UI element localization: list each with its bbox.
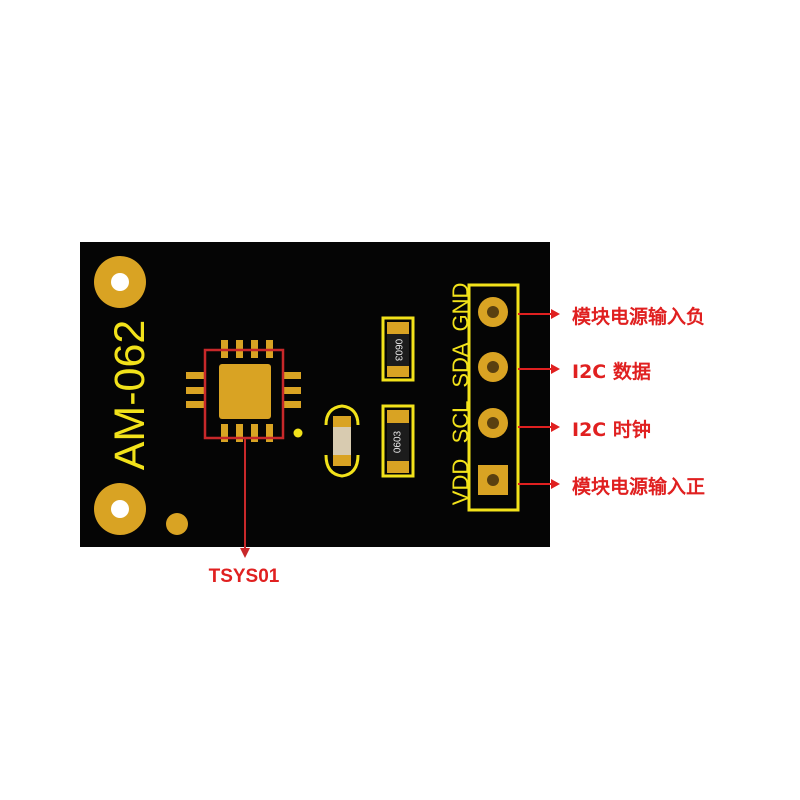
pin-sda [478,352,508,382]
callout-vdd: 模块电源输入正 [572,476,706,498]
chip-label: TSYS01 [209,566,280,587]
callout-gnd: 模块电源输入负 [572,306,706,328]
callout-sda: I2C 数据 [572,361,651,383]
pcb-board [80,242,550,547]
resistor-top-code: 0603 [392,339,403,362]
callout-arrow-sda [518,364,560,374]
pin-scl [478,408,508,438]
pin-gnd [478,297,508,327]
mounting-hole-top [94,256,146,308]
callout-arrow-vdd [518,479,560,489]
pin-vdd [478,465,508,495]
callout-arrow-gnd [518,309,560,319]
resistor-bottom-code: 0603 [393,430,404,453]
capacitor [324,404,360,478]
mounting-hole-bottom [94,483,146,535]
pin-header-outline [467,283,520,512]
resistor-bottom: 0603 [381,404,415,478]
tsys01-chip [186,340,303,558]
callout-scl: I2C 时钟 [572,419,651,441]
callout-arrow-scl [518,422,560,432]
model-label: AM-062 [106,320,154,471]
resistor-top: 0603 [381,316,415,382]
fiducial-pad [166,513,188,535]
